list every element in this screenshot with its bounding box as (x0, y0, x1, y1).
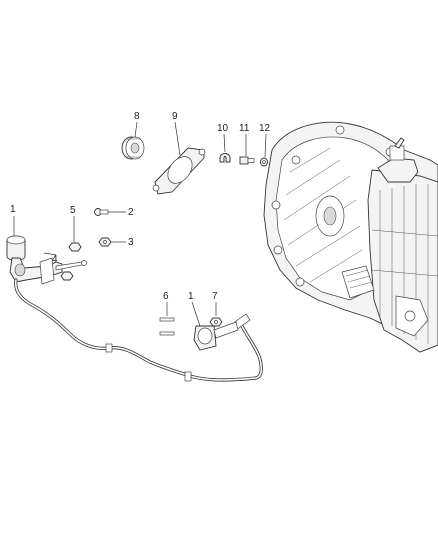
part-5-nuts (60, 242, 82, 281)
callout-12: 12 (259, 123, 271, 134)
callout-4: 4 (52, 254, 58, 265)
callout-6: 6 (163, 291, 169, 302)
part-8-release-bearing (121, 136, 145, 160)
callout-2: 2 (128, 207, 134, 218)
part-7-nut (209, 317, 223, 327)
callout-3: 3 (128, 237, 134, 248)
part-6-studs (159, 317, 175, 336)
leader-lines (13, 121, 267, 327)
callout-10: 10 (217, 123, 229, 134)
part-12-washer (260, 157, 268, 167)
part-9-fork-plate (152, 147, 206, 195)
part-3-nut (98, 237, 112, 247)
callout-1-master-cylinder: 1 (10, 204, 16, 215)
part-1-master-cylinder (6, 235, 87, 285)
callout-9: 9 (172, 111, 178, 122)
callout-7: 7 (212, 291, 218, 302)
part-2-bolt (94, 208, 109, 216)
callout-11: 11 (239, 123, 250, 134)
part-10-clip (219, 153, 231, 163)
part-1-slave-cylinder (193, 321, 239, 351)
transmission-assembly (263, 121, 438, 353)
callout-5: 5 (70, 205, 76, 216)
hydraulic-hose (14, 278, 263, 382)
part-11-bolt (239, 156, 255, 165)
callout-8: 8 (134, 111, 140, 122)
callout-1-slave-cylinder: 1 (188, 291, 194, 302)
